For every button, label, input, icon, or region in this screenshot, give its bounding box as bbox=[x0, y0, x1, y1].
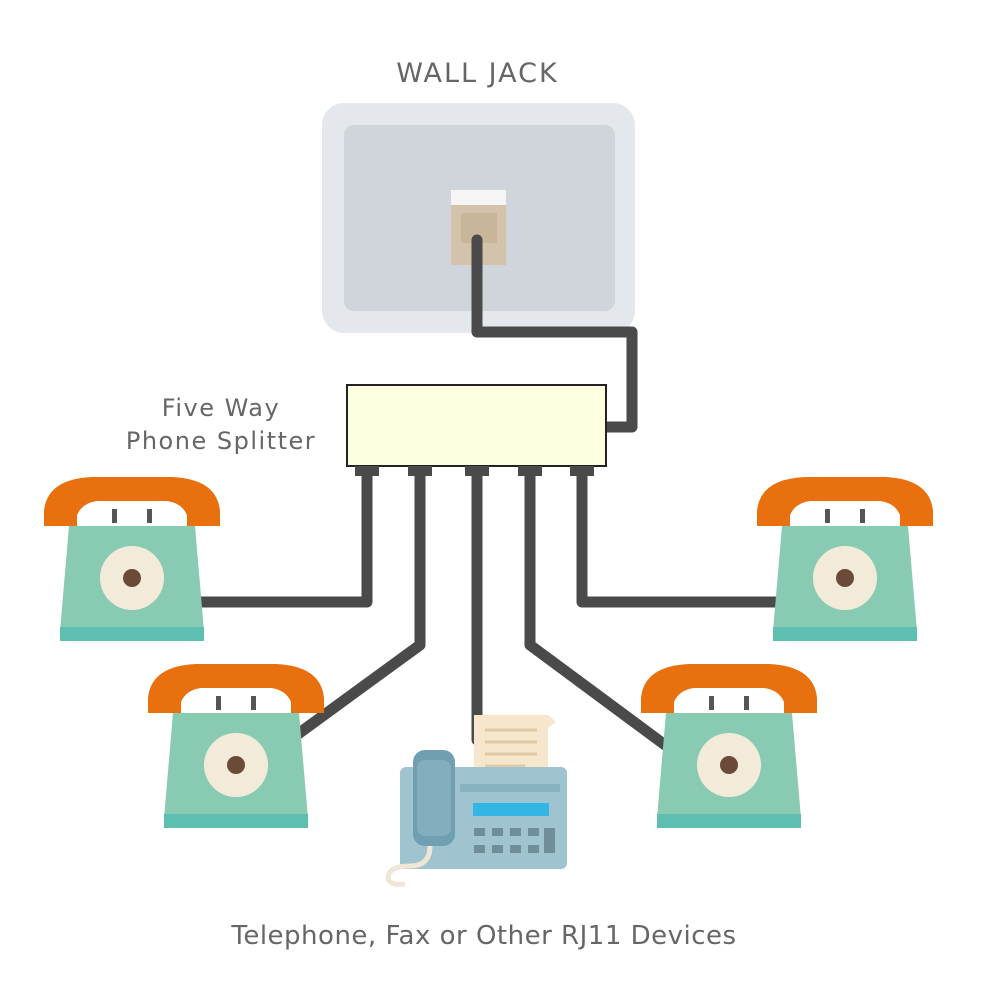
splitter-label: Five Way Phone Splitter bbox=[96, 392, 346, 458]
cable-phone-right-bottom bbox=[524, 468, 671, 751]
cable-phone-left-top bbox=[194, 468, 373, 608]
telephone-icon bbox=[757, 477, 933, 641]
telephone-icon bbox=[44, 477, 220, 641]
fax-machine-icon bbox=[385, 715, 567, 887]
splitter-label-line2: Phone Splitter bbox=[125, 427, 317, 455]
wall-jack-label: WALL JACK bbox=[396, 58, 559, 89]
wall-to-splitter-cable bbox=[471, 234, 638, 433]
cables bbox=[194, 234, 781, 751]
splitter-icon bbox=[346, 384, 607, 476]
devices-caption: Telephone, Fax or Other RJ11 Devices bbox=[231, 921, 737, 951]
cable-phone-left-bottom bbox=[277, 468, 426, 751]
wall-jack-icon bbox=[322, 103, 635, 333]
telephone-icon bbox=[148, 664, 324, 828]
telephone-icon bbox=[641, 664, 817, 828]
splitter-label-line1: Five Way bbox=[161, 394, 281, 422]
cable-phone-right-top bbox=[576, 468, 781, 608]
